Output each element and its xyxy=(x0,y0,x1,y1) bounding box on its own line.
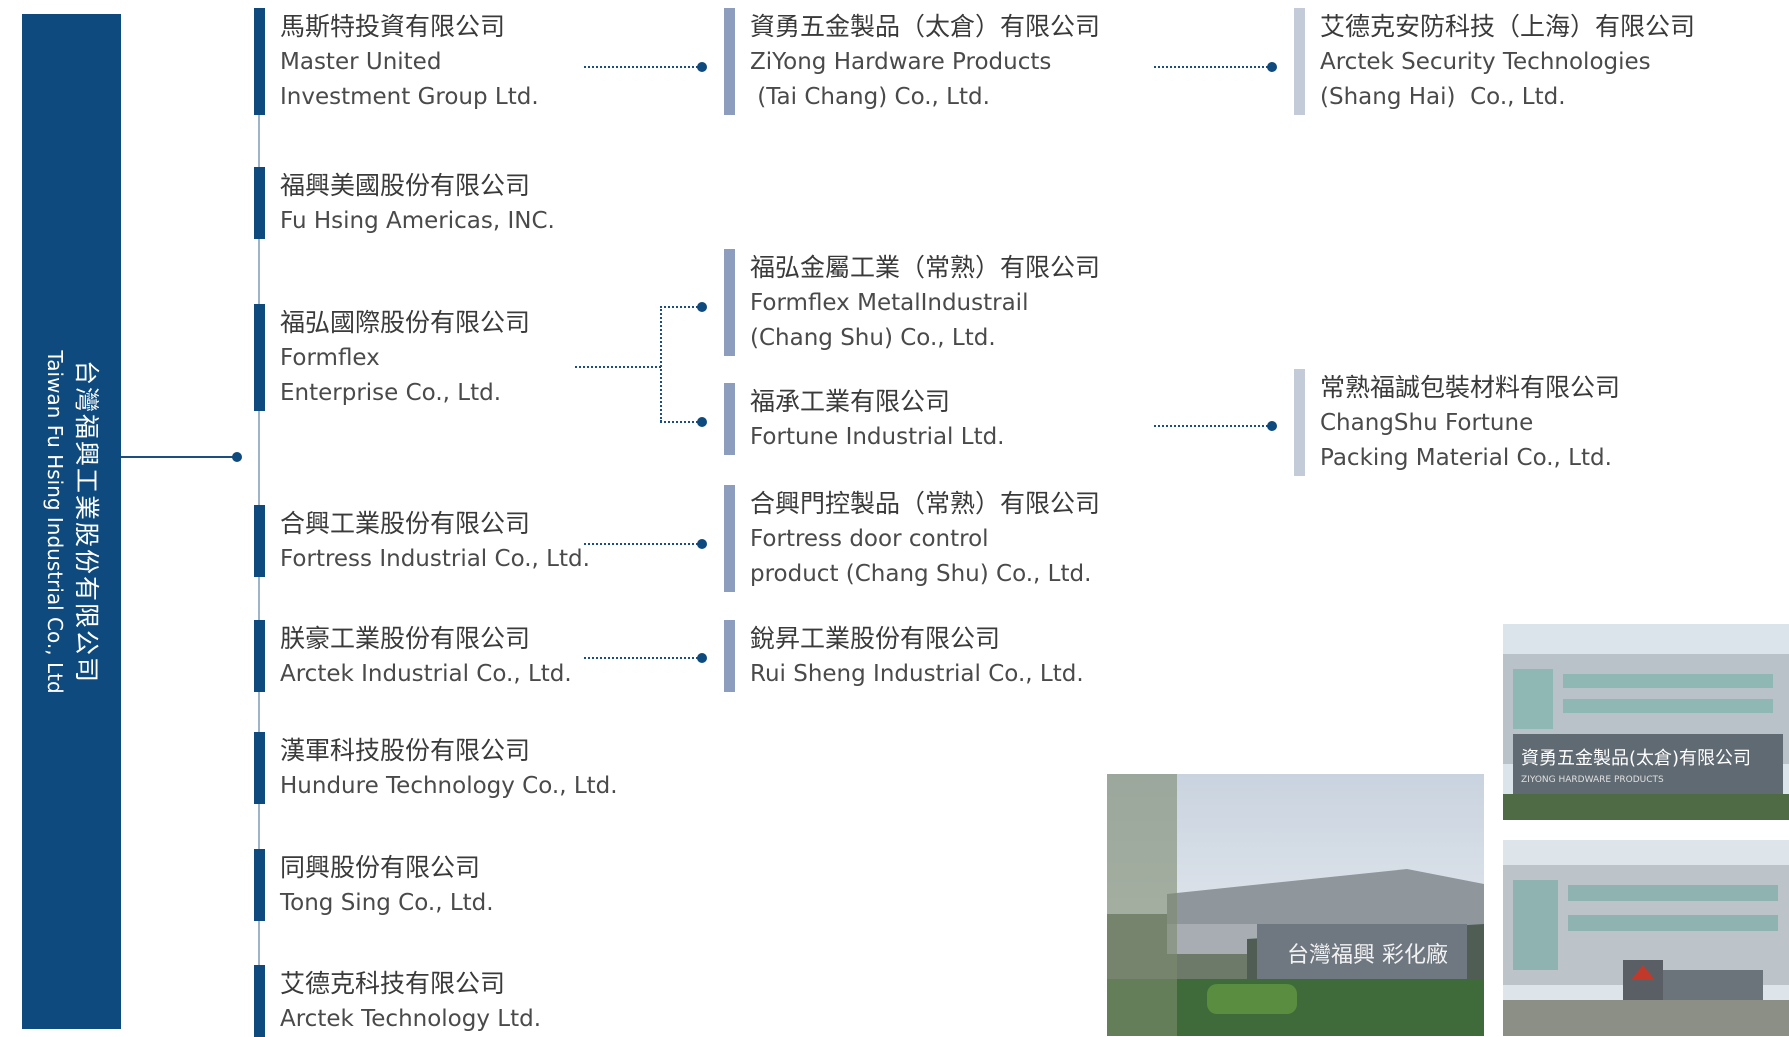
company-marker xyxy=(1294,369,1305,476)
company-marker xyxy=(254,167,265,239)
company-name-zh: 漢軍科技股份有限公司 xyxy=(280,736,531,765)
company-name-en: Arctek Industrial Co., Ltd. xyxy=(280,661,572,687)
connector-fortress-door xyxy=(584,543,698,545)
root-company-bar: 台灣福興工業股份有限公司 Taiwan Fu Hsing Industrial … xyxy=(22,14,121,1029)
connector-dot xyxy=(697,302,707,312)
company-fu-hsing-americas: 福興美國股份有限公司 Fu Hsing Americas, INC. xyxy=(254,167,555,239)
company-name-en: Arctek Technology Ltd. xyxy=(280,1006,542,1032)
connector-dot xyxy=(1267,62,1277,72)
company-master-united: 馬斯特投資有限公司 Master United Investment Group… xyxy=(254,8,539,115)
company-name-zh: 馬斯特投資有限公司 xyxy=(280,12,506,41)
company-marker xyxy=(1294,8,1305,115)
company-marker xyxy=(724,249,735,356)
company-name-en: Fortress door control product (Chang Shu… xyxy=(750,526,1092,587)
company-marker xyxy=(254,849,265,921)
company-name-zh: 艾德克科技有限公司 xyxy=(280,969,506,998)
company-arctek-technology: 艾德克科技有限公司 Arctek Technology Ltd. xyxy=(254,965,541,1037)
company-fortress-industrial: 合興工業股份有限公司 Fortress Industrial Co., Ltd. xyxy=(254,505,590,577)
connector-arctek-ruisheng xyxy=(584,657,698,659)
company-arctek-security-shanghai: 艾德克安防科技（上海）有限公司 Arctek Security Technolo… xyxy=(1294,8,1695,115)
company-fortress-door-changshu: 合興門控製品（常熟）有限公司 Fortress door control pro… xyxy=(724,485,1100,592)
factory-photo-fuhsing: 台灣福興 彩化廠 xyxy=(1107,774,1484,1036)
connector-formflex-trunk xyxy=(575,366,661,368)
company-name-zh: 福興美國股份有限公司 xyxy=(280,171,531,200)
connector-dot xyxy=(697,539,707,549)
root-connector-line xyxy=(121,456,237,458)
company-tong-sing: 同興股份有限公司 Tong Sing Co., Ltd. xyxy=(254,849,494,921)
company-name-zh: 福承工業有限公司 xyxy=(750,387,951,416)
company-formflex-metal-changshu: 福弘金屬工業（常熟）有限公司 Formflex MetalIndustrail … xyxy=(724,249,1100,356)
connector-dot xyxy=(697,653,707,663)
connector-fortune-packing xyxy=(1154,425,1268,427)
root-company-name-zh: 台灣福興工業股份有限公司 xyxy=(71,359,101,684)
ziyong-sign-en-text: ZIYONG HARDWARE PRODUCTS xyxy=(1521,775,1664,785)
company-name-en: Arctek Security Technologies (Shang Hai)… xyxy=(1320,49,1651,110)
company-name-en: Tong Sing Co., Ltd. xyxy=(280,890,494,916)
company-name-zh: 銳昇工業股份有限公司 xyxy=(750,624,1001,653)
root-company-label: 台灣福興工業股份有限公司 Taiwan Fu Hsing Industrial … xyxy=(41,350,103,693)
connector-formflex-branch xyxy=(660,306,662,422)
company-name-en: Hundure Technology Co., Ltd. xyxy=(280,773,618,799)
company-marker xyxy=(254,8,265,115)
factory-sign-text: 台灣福興 彩化廠 xyxy=(1287,943,1448,968)
connector-formflex-metal xyxy=(660,306,698,308)
company-rui-sheng-industrial: 銳昇工業股份有限公司 Rui Sheng Industrial Co., Ltd… xyxy=(724,620,1084,692)
factory-photo-ziyong: 資勇五金製品(太倉)有限公司 ZIYONG HARDWARE PRODUCTS xyxy=(1503,624,1789,820)
root-company-name-en: Taiwan Fu Hsing Industrial Co., Ltd xyxy=(42,349,67,694)
company-marker xyxy=(724,485,735,592)
company-name-en: Rui Sheng Industrial Co., Ltd. xyxy=(750,661,1084,687)
company-marker xyxy=(724,620,735,692)
company-marker xyxy=(254,965,265,1037)
connector-dot xyxy=(1267,421,1277,431)
root-connector-dot xyxy=(232,452,242,462)
company-name-zh: 福弘金屬工業（常熟）有限公司 xyxy=(750,253,1101,282)
connector-master-ziyong xyxy=(584,66,698,68)
company-name-en: Fu Hsing Americas, INC. xyxy=(280,208,555,234)
company-name-en: Master United Investment Group Ltd. xyxy=(280,49,539,110)
company-arctek-industrial: 朕豪工業股份有限公司 Arctek Industrial Co., Ltd. xyxy=(254,620,572,692)
company-marker xyxy=(254,620,265,692)
company-name-en: Fortune Industrial Ltd. xyxy=(750,424,1005,450)
connector-ziyong-arctek-security xyxy=(1154,66,1268,68)
company-name-en: Formflex Enterprise Co., Ltd. xyxy=(280,345,502,406)
connector-dot xyxy=(697,417,707,427)
company-hundure-technology: 漢軍科技股份有限公司 Hundure Technology Co., Ltd. xyxy=(254,732,618,804)
company-name-en: ZiYong Hardware Products (Tai Chang) Co.… xyxy=(750,49,1052,110)
company-marker xyxy=(254,505,265,577)
company-name-en: Formflex MetalIndustrail (Chang Shu) Co.… xyxy=(750,290,1029,351)
company-name-zh: 福弘國際股份有限公司 xyxy=(280,308,531,337)
connector-dot xyxy=(697,62,707,72)
company-marker xyxy=(724,8,735,115)
company-marker xyxy=(254,304,265,411)
company-name-zh: 資勇五金製品（太倉）有限公司 xyxy=(750,12,1101,41)
company-changshu-fortune-packing: 常熟福誠包裝材料有限公司 ChangShu Fortune Packing Ma… xyxy=(1294,369,1620,476)
factory-photo-building xyxy=(1503,840,1789,1036)
company-marker xyxy=(254,732,265,804)
company-name-zh: 艾德克安防科技（上海）有限公司 xyxy=(1320,12,1696,41)
company-formflex-enterprise: 福弘國際股份有限公司 Formflex Enterprise Co., Ltd. xyxy=(254,304,530,411)
company-name-zh: 朕豪工業股份有限公司 xyxy=(280,624,531,653)
company-name-en: Fortress Industrial Co., Ltd. xyxy=(280,546,590,572)
company-ziyong-hardware: 資勇五金製品（太倉）有限公司 ZiYong Hardware Products … xyxy=(724,8,1100,115)
company-name-zh: 合興工業股份有限公司 xyxy=(280,509,531,538)
ziyong-sign-text: 資勇五金製品(太倉)有限公司 xyxy=(1521,748,1751,769)
company-name-zh: 同興股份有限公司 xyxy=(280,853,481,882)
company-fortune-industrial: 福承工業有限公司 Fortune Industrial Ltd. xyxy=(724,383,1005,455)
company-marker xyxy=(724,383,735,455)
company-name-en: ChangShu Fortune Packing Material Co., L… xyxy=(1320,410,1612,471)
connector-formflex-fortune xyxy=(660,421,698,423)
company-name-zh: 合興門控製品（常熟）有限公司 xyxy=(750,489,1101,518)
company-name-zh: 常熟福誠包裝材料有限公司 xyxy=(1320,373,1621,402)
